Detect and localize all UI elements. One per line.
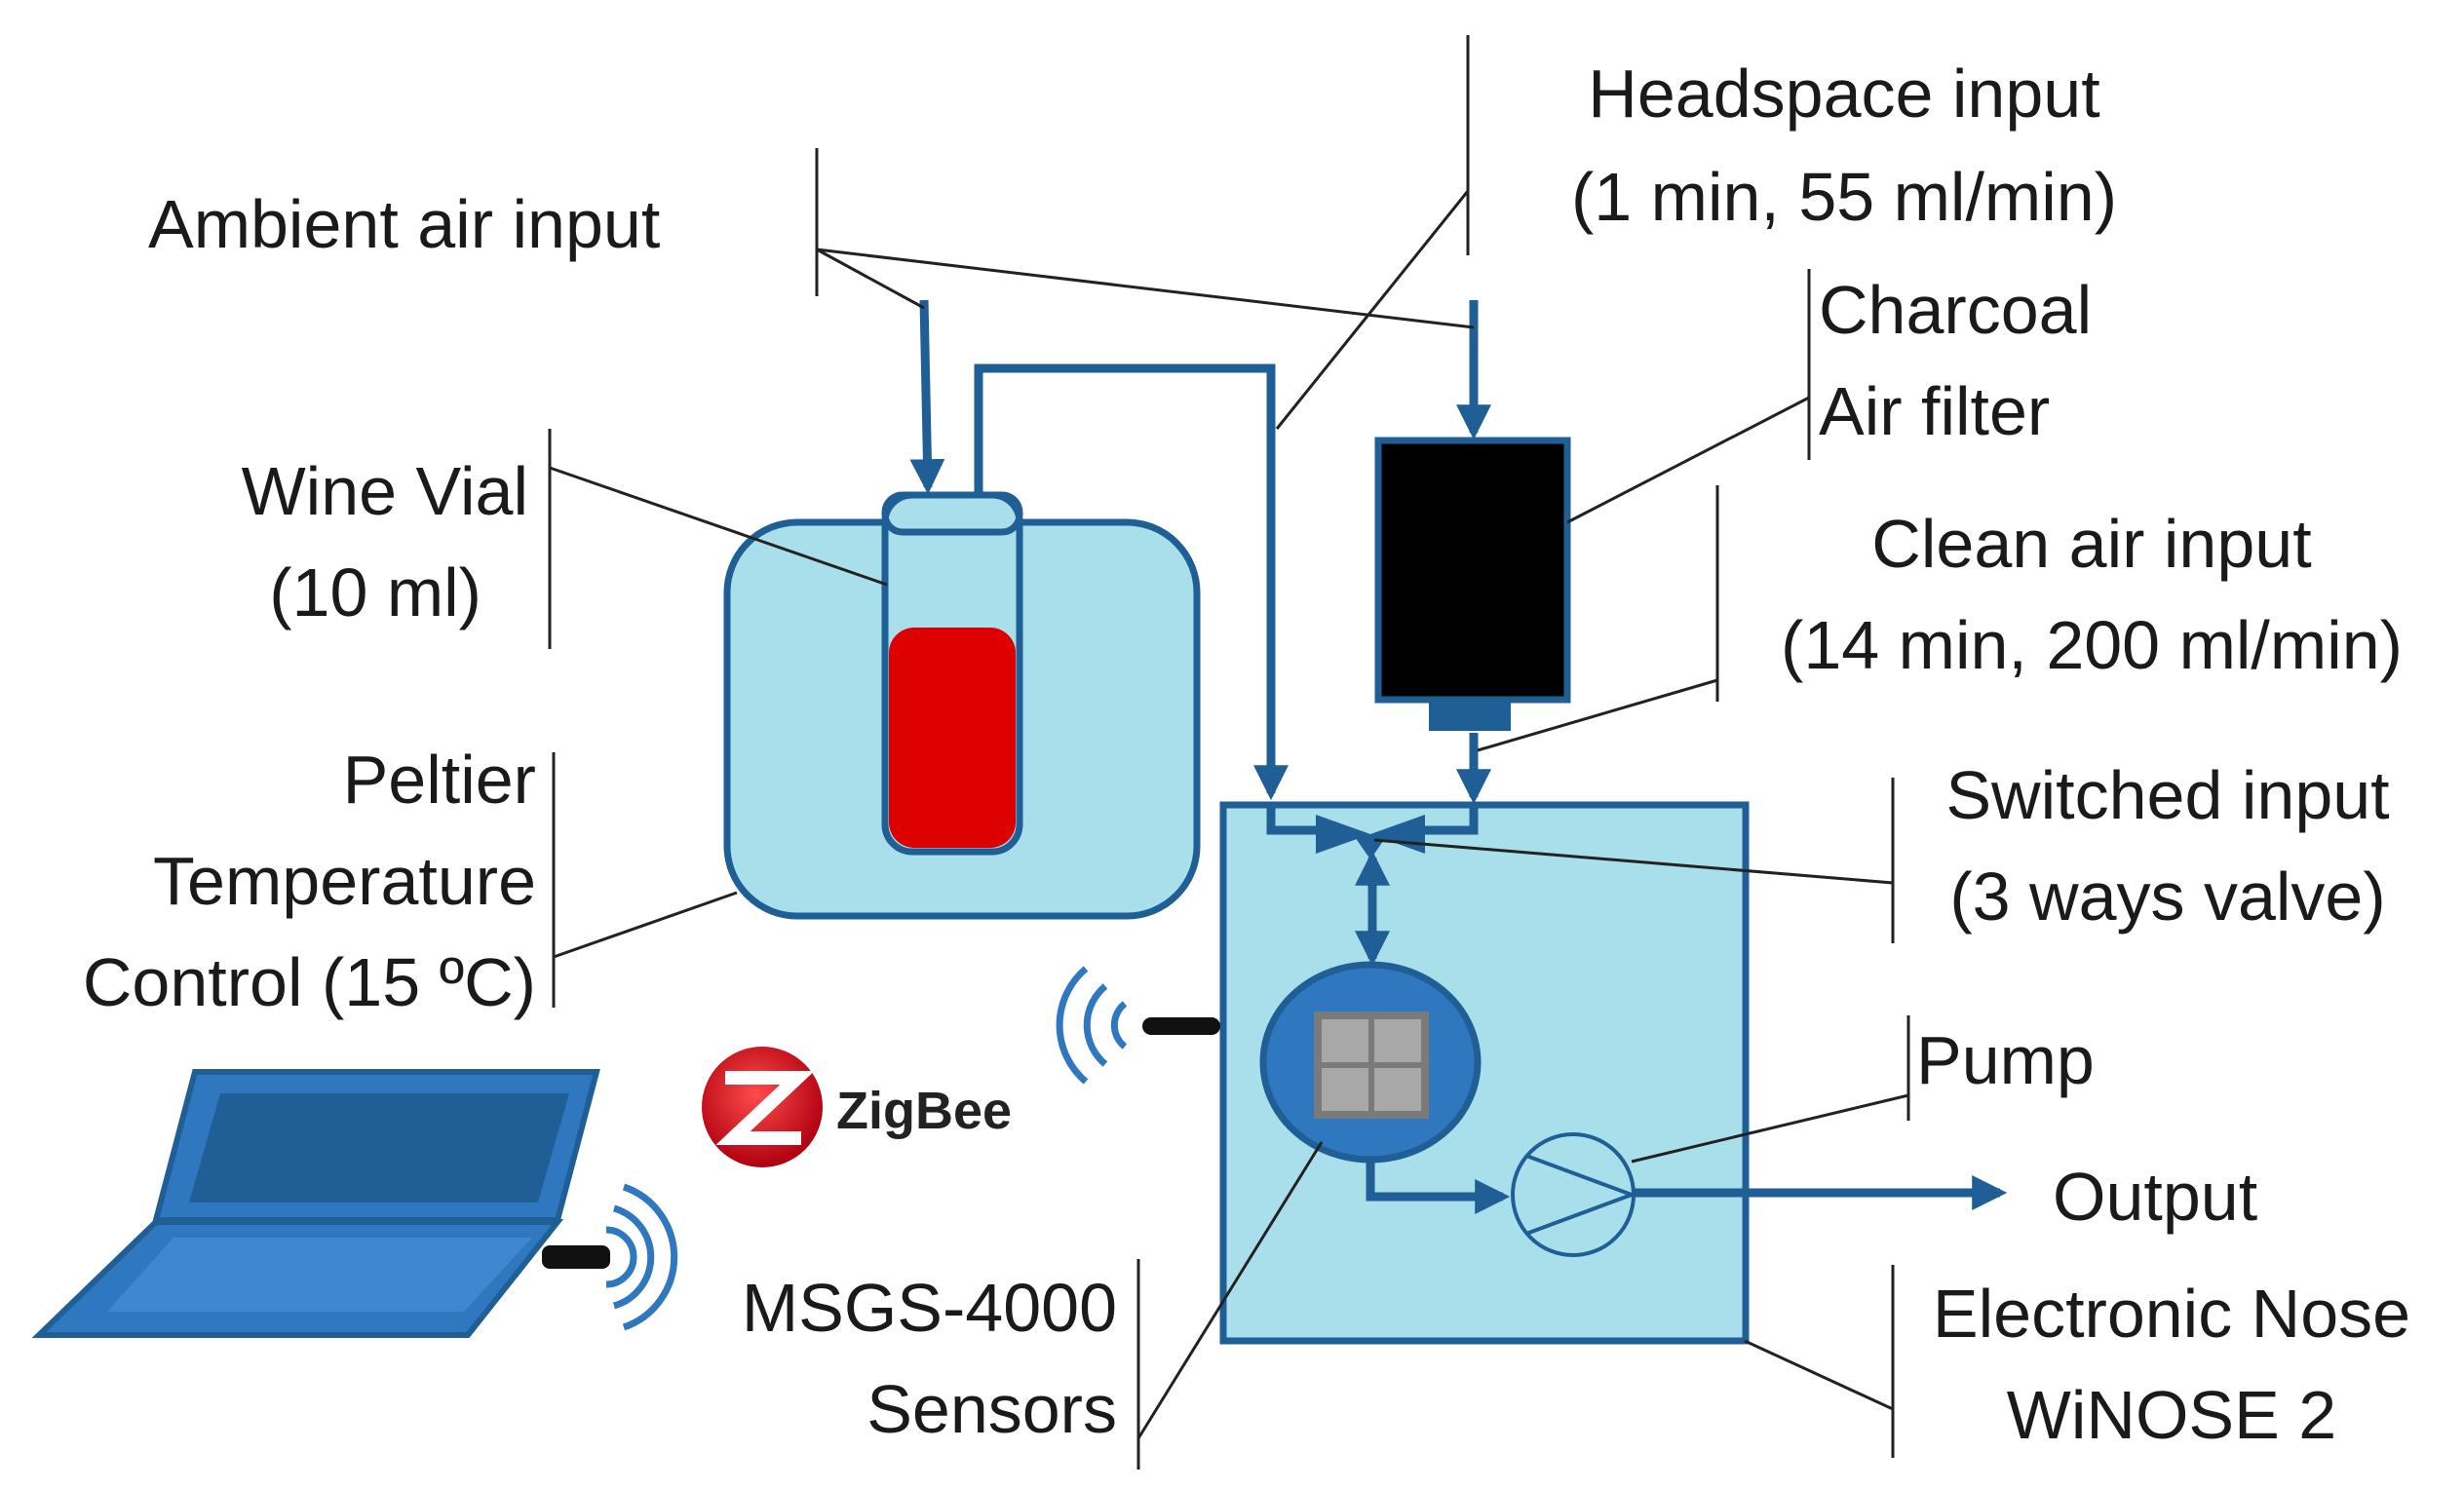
wine-vial-cap — [881, 491, 1023, 536]
label-wine-vial: Wine Vial — [242, 453, 528, 529]
label-msgs-model: MSGS-4000 — [742, 1270, 1117, 1346]
wireless-signal-icon — [605, 1183, 678, 1331]
wine-liquid — [889, 628, 1016, 848]
label-output: Output — [2053, 1159, 2257, 1235]
sensor-pump-pipe — [1366, 1160, 1511, 1214]
label-peltier: Peltier — [343, 742, 536, 818]
sensor-array-icon — [1259, 961, 1482, 1164]
label-charcoal: Charcoal — [1819, 272, 2092, 348]
label-ambient-air-input: Ambient air input — [148, 186, 660, 262]
ambient-air-arrow — [909, 299, 945, 495]
label-switched-input: Switched input — [1945, 757, 2389, 833]
charcoal-filter — [1374, 437, 1571, 704]
label-control: Control (15 ºC) — [83, 944, 536, 1020]
label-winose: WiNOSE 2 — [2007, 1377, 2336, 1453]
laptop-dongle — [542, 1245, 610, 1269]
pump-icon — [1511, 1132, 1637, 1257]
label-wine-vial-volume: (10 ml) — [269, 554, 481, 630]
label-air-filter: Air filter — [1819, 373, 2050, 449]
headspace-pipe — [974, 363, 1289, 801]
valve-right-pipe — [1425, 805, 1479, 835]
charcoal-filter-outlet — [1429, 702, 1511, 731]
zigbee-logo: ZigBee — [702, 1047, 1012, 1167]
label-clean-air-detail: (14 min, 200 ml/min) — [1781, 607, 2403, 683]
label-electronic-nose: Electronic Nose — [1933, 1276, 2410, 1352]
zigbee-logo-text: ZigBee — [836, 1082, 1012, 1140]
label-headspace-detail: (1 min, 55 ml/min) — [1571, 159, 2117, 235]
label-clean-air-input: Clean air input — [1871, 506, 2311, 582]
label-three-way-valve: (3 ways valve) — [1949, 859, 2385, 935]
label-sensors: Sensors — [866, 1371, 1117, 1447]
leader-lines — [548, 35, 1910, 1470]
label-pump: Pump — [1916, 1022, 2095, 1098]
valve-left-pipe — [1266, 805, 1316, 835]
enose-antenna — [1142, 1017, 1220, 1035]
label-temperature: Temperature — [153, 843, 536, 919]
label-headspace-input: Headspace input — [1588, 56, 2099, 132]
wireless-signal-icon — [1056, 966, 1128, 1085]
laptop-icon — [31, 1069, 600, 1338]
